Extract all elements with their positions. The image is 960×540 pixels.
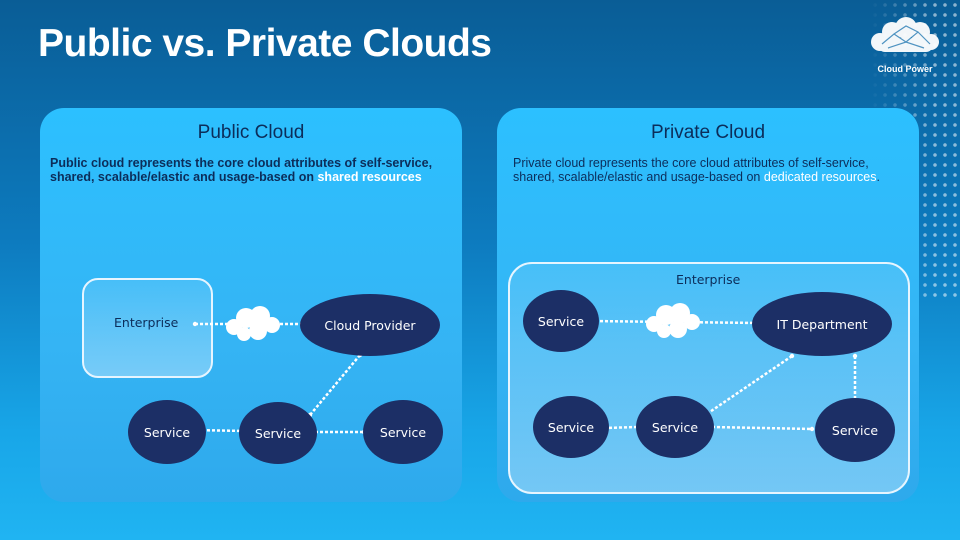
public-enterprise-label: Enterprise (114, 315, 179, 330)
private-cloud-icon (646, 303, 700, 338)
link-service-left-mid (191, 428, 247, 433)
private-enterprise-label: Enterprise (676, 272, 741, 287)
public-cloud-title: Public Cloud (197, 122, 305, 143)
private-service-node-2: Service (636, 396, 714, 458)
public-enterprise-box (82, 278, 213, 378)
link-service-mid-right-private (711, 425, 813, 431)
public-cloud-description: Public cloud represents the core cloud a… (50, 156, 462, 184)
link-service-left-mid-private (603, 425, 639, 430)
link-provider-service-mid (309, 354, 361, 416)
private-cloud-description: Private cloud represents the core cloud … (513, 156, 905, 184)
public-service-node-2: Service (239, 402, 317, 464)
private-service-top-node: Service (523, 290, 599, 352)
private-description-end: . (876, 170, 880, 184)
link-it-service-mid (697, 354, 793, 422)
private-description-highlight: dedicated resources (763, 170, 877, 184)
private-service-node-1: Service (533, 396, 609, 458)
public-description-text: Public cloud represents the core cloud a… (50, 156, 433, 184)
public-service-node-1: Service (128, 400, 206, 464)
cloud-logo-icon (871, 17, 939, 52)
private-description-text: Private cloud represents the core cloud … (513, 156, 869, 184)
logo-text: Cloud Power (877, 64, 933, 74)
slide-title: Public vs. Private Clouds (38, 22, 492, 65)
cloud-provider-node: Cloud Provider (300, 294, 440, 356)
public-description-highlight: shared resources (317, 170, 422, 184)
cloud-power-logo: Cloud Power (868, 14, 942, 78)
public-service-node-3: Service (363, 400, 443, 464)
private-cloud-title: Private Cloud (650, 122, 766, 143)
it-department-node: IT Department (752, 292, 892, 356)
public-cloud-icon (226, 306, 280, 341)
private-service-node-3: Service (815, 398, 895, 462)
